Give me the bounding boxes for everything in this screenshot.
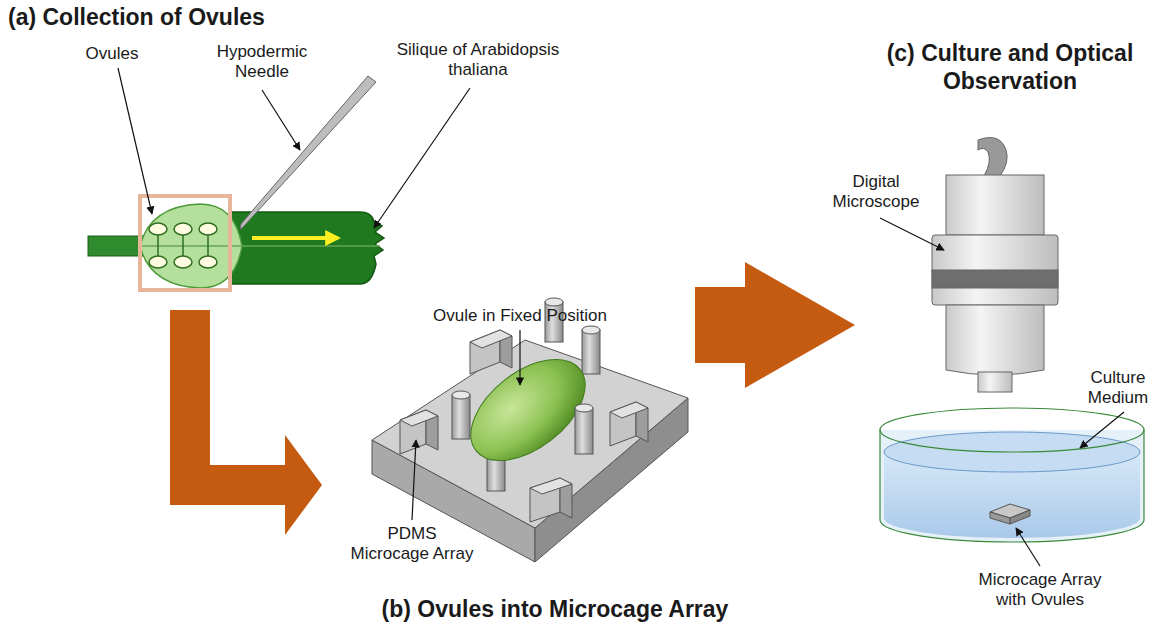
part-label: Digital Microscope xyxy=(826,172,926,213)
part-label: PDMS Microcage Array xyxy=(347,524,477,565)
digital-microscope xyxy=(932,138,1058,392)
culture-dish xyxy=(880,408,1144,542)
silique xyxy=(88,196,384,290)
hypodermic-needle xyxy=(240,76,376,230)
leader-line xyxy=(118,68,1124,566)
part-label: Ovule in Fixed Position xyxy=(433,306,607,326)
flow-arrow xyxy=(695,262,855,388)
part-label: Hypodermic Needle xyxy=(207,42,317,83)
part-label: Silique of Arabidopsis thaliana xyxy=(393,40,563,81)
part-label: Microcage Array with Ovules xyxy=(970,570,1110,611)
microcage-array xyxy=(372,298,688,562)
panel-heading: (a) Collection of Ovules xyxy=(8,4,265,32)
part-label: Culture Medium xyxy=(1076,368,1160,409)
flow-arrow xyxy=(170,310,322,535)
panel-heading: (b) Ovules into Microcage Array xyxy=(382,596,729,624)
panel-heading: (c) Culture and Optical Observation xyxy=(873,40,1148,95)
part-label: Ovules xyxy=(72,44,152,64)
